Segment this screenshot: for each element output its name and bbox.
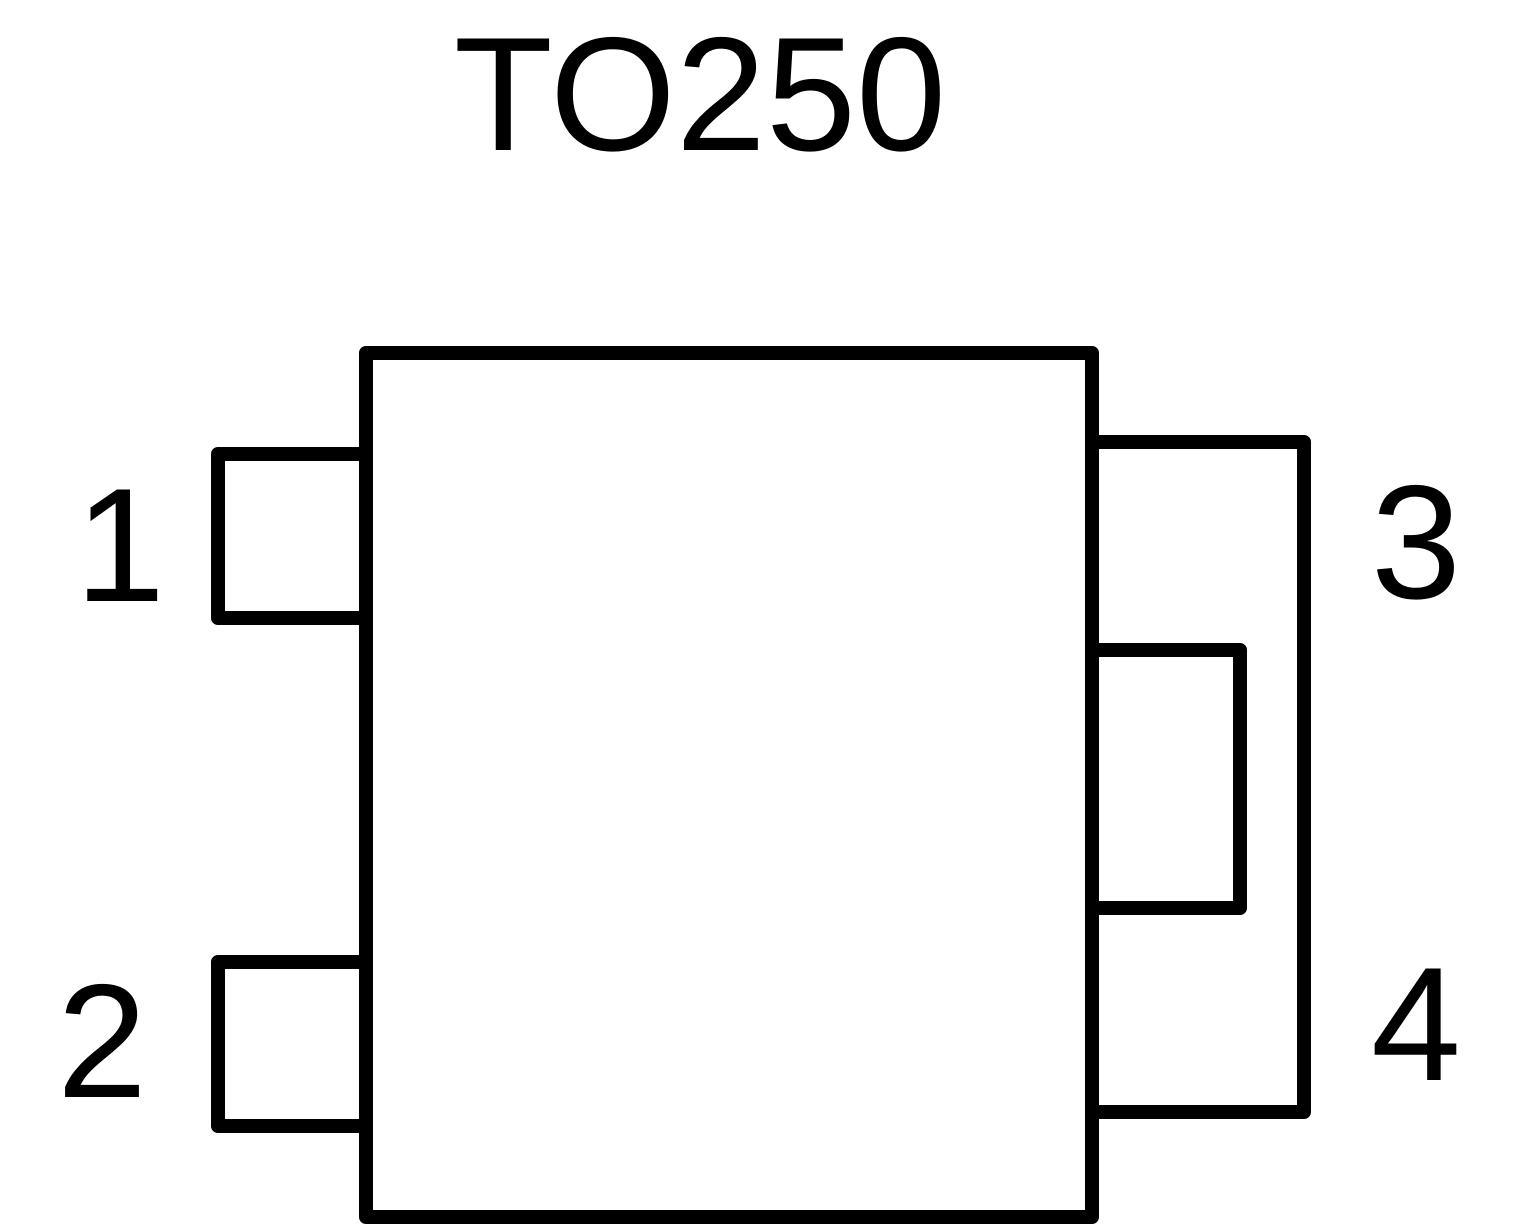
- pin-label-2: 2: [57, 951, 147, 1132]
- pin-1-lead: [211, 447, 373, 625]
- heatsink-tab-inner: [1085, 643, 1247, 915]
- pin-label-1: 1: [75, 455, 165, 636]
- heatsink-tab-outer: [1085, 435, 1311, 1119]
- pin-label-4: 4: [1371, 934, 1461, 1115]
- pin-label-3: 3: [1371, 452, 1461, 633]
- package-body: [359, 346, 1099, 1224]
- package-title: TO250: [454, 4, 946, 185]
- pin-2-lead: [211, 955, 373, 1133]
